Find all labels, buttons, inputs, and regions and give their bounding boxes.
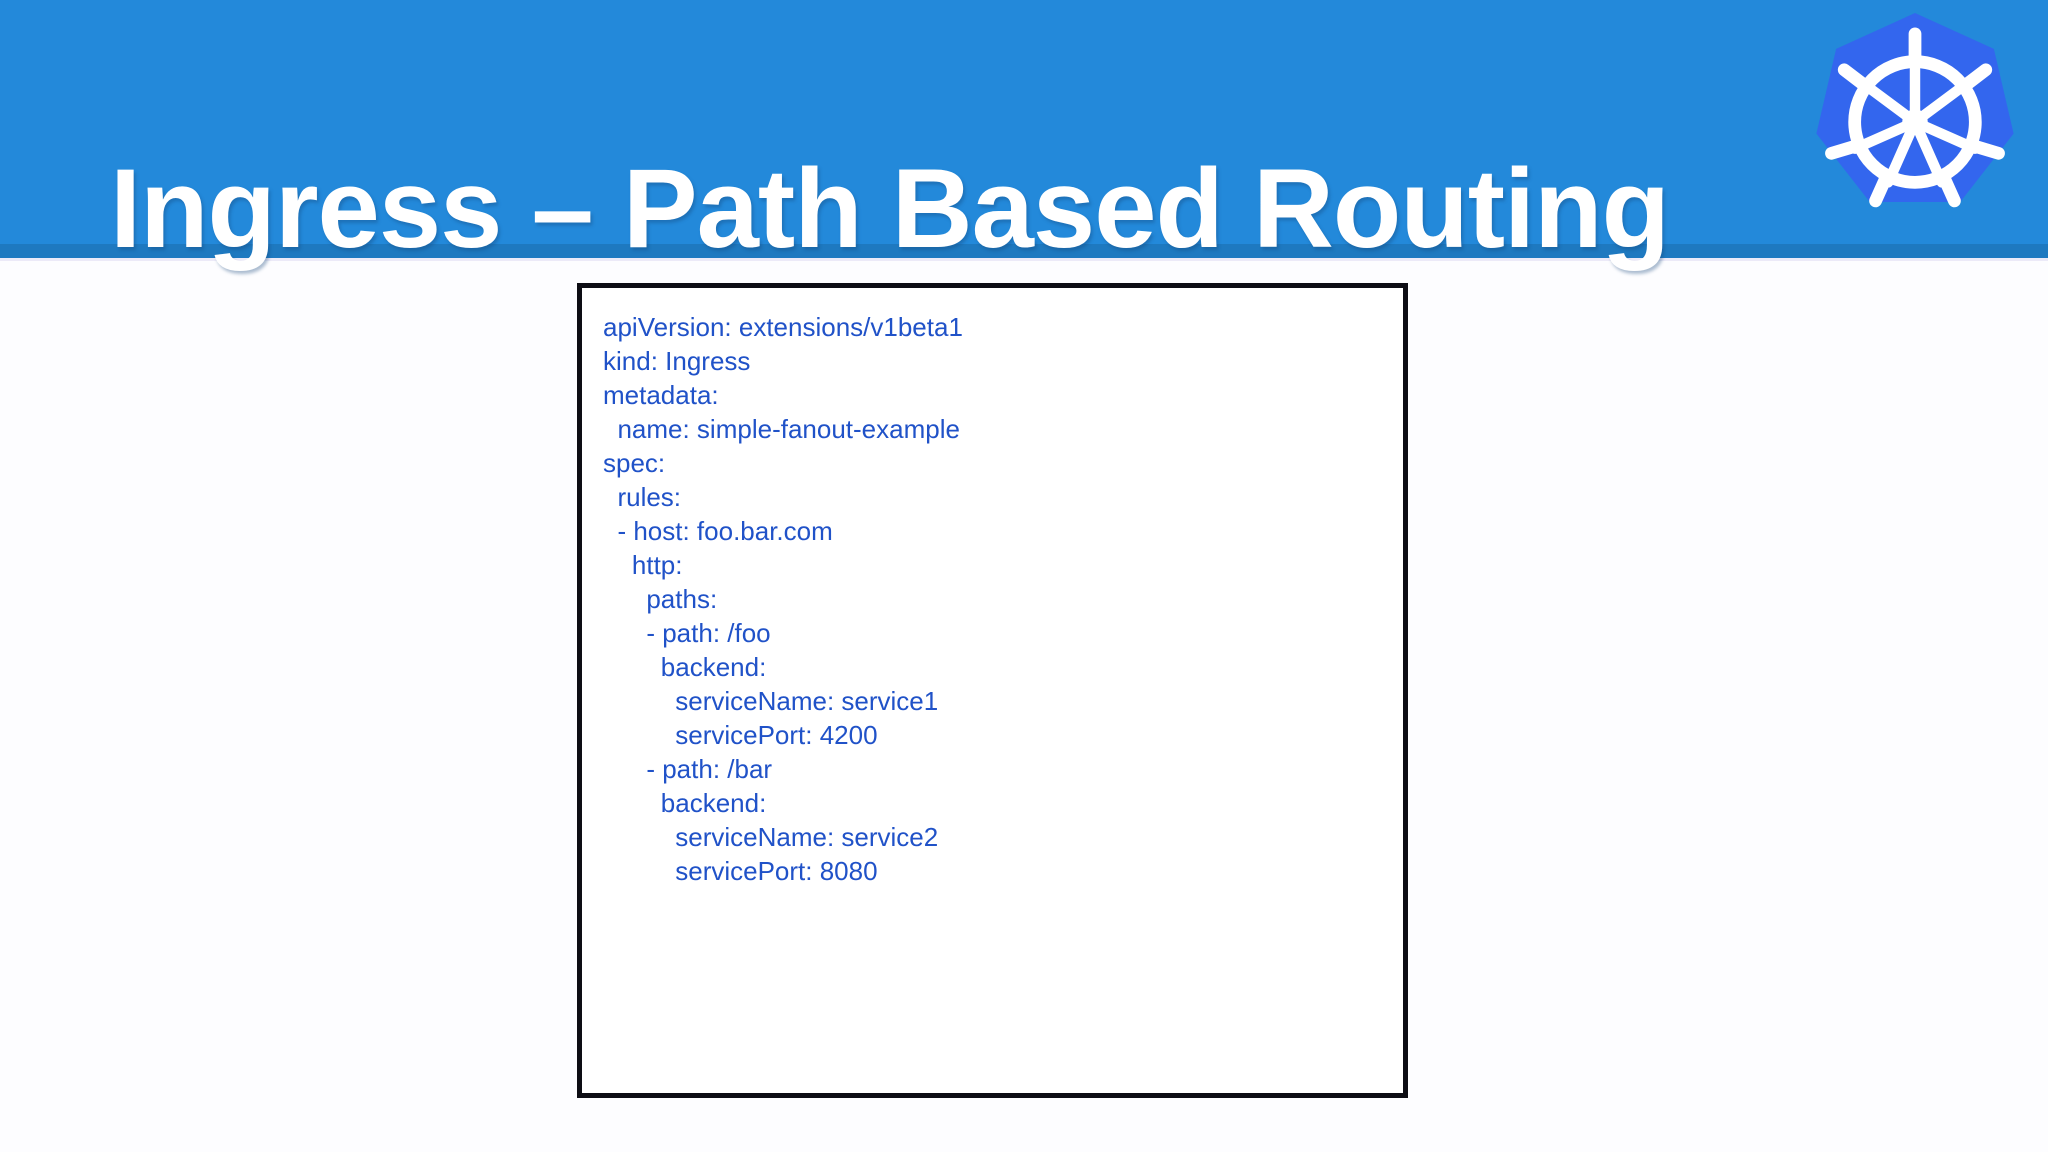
- code-line: http:: [603, 550, 683, 580]
- header-hairline: [0, 258, 2048, 261]
- code-line: apiVersion: extensions/v1beta1: [603, 312, 963, 342]
- header-underline-band: [0, 244, 2048, 258]
- kubernetes-logo-icon: [1795, 6, 2035, 238]
- slide-header: [0, 0, 2048, 244]
- page-title: Ingress – Path Based Routing: [110, 146, 1670, 272]
- code-line: spec:: [603, 448, 666, 478]
- code-line: serviceName: service2: [603, 822, 939, 852]
- code-line: servicePort: 8080: [603, 856, 878, 886]
- code-line: name: simple-fanout-example: [603, 414, 960, 444]
- code-line: rules:: [603, 482, 682, 512]
- code-lines-container: apiVersion: extensions/v1beta1 kind: Ing…: [603, 310, 1397, 888]
- code-line: - host: foo.bar.com: [603, 516, 833, 546]
- yaml-code-block: apiVersion: extensions/v1beta1 kind: Ing…: [577, 283, 1408, 1098]
- code-line: metadata:: [603, 380, 719, 410]
- code-line: kind: Ingress: [603, 346, 751, 376]
- code-line: paths:: [603, 584, 718, 614]
- code-line: - path: /foo: [603, 618, 771, 648]
- code-line: serviceName: service1: [603, 686, 939, 716]
- code-line: - path: /bar: [603, 754, 773, 784]
- code-line: servicePort: 4200: [603, 720, 878, 750]
- code-line: backend:: [603, 788, 767, 818]
- code-line: backend:: [603, 652, 767, 682]
